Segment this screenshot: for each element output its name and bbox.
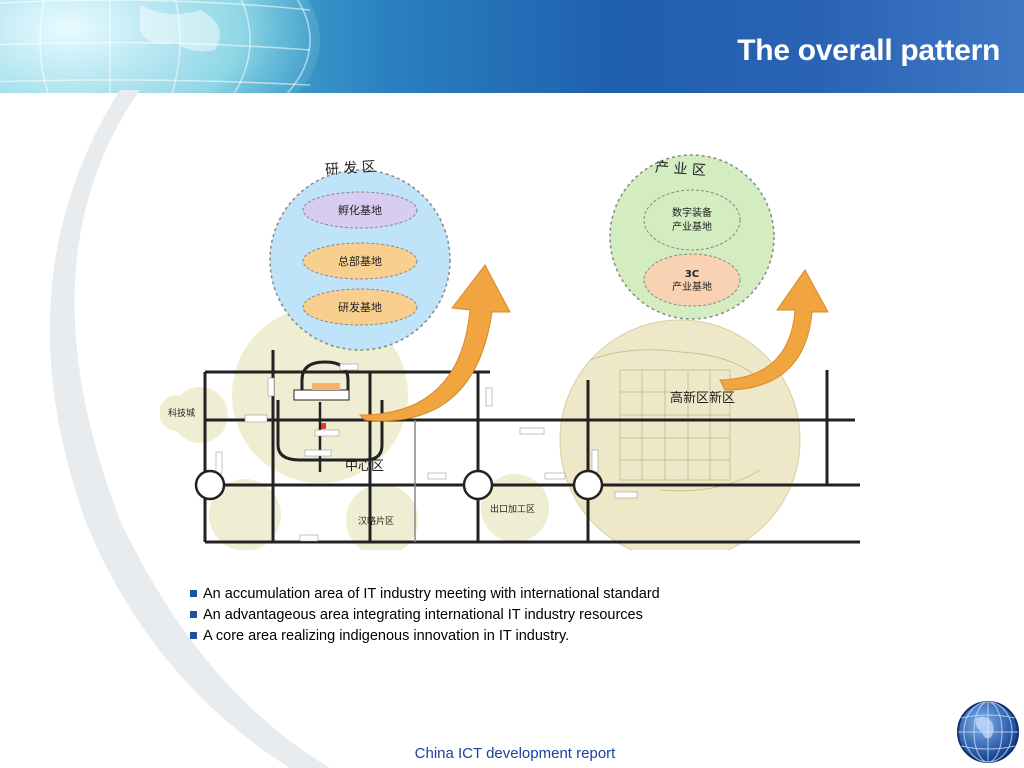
center-area-label: 中心区 [345, 459, 384, 474]
3c-base-line2: 产业基地 [672, 280, 712, 293]
bullet-item: An advantageous area integrating interna… [190, 605, 660, 626]
rd-base-label: 研发基地 [338, 300, 382, 314]
road-network [203, 350, 860, 544]
3c-base-line1: 3C [685, 269, 699, 280]
hanyang-left-bubble [209, 479, 281, 550]
bullet-list: An accumulation area of IT industry meet… [190, 584, 660, 647]
bullet-item: A core area realizing indigenous innovat… [190, 626, 660, 647]
incubation-base-label: 孵化基地 [338, 203, 382, 217]
hanyang-area-label: 汉略片区 [358, 515, 394, 527]
gaoxin-area-bubble [559, 319, 801, 550]
digital-equipment-line1: 数字装备 [672, 206, 712, 219]
export-processing-label: 出口加工区 [490, 503, 535, 515]
gaoxin-new-area-label: 高新区新区 [670, 390, 735, 406]
zone-map-diagram: 研 发 区 孵化基地 总部基地 研发基地 产 业 区 数字装备 产业基地 3C … [160, 154, 860, 550]
export-area-bubble [481, 474, 549, 542]
headquarters-base-oval [302, 242, 418, 280]
bullet-item: An accumulation area of IT industry meet… [190, 584, 660, 605]
rd-base-oval [302, 288, 418, 326]
digital-equipment-line2: 产业基地 [672, 220, 712, 233]
rd-zone-title: 研 发 区 [325, 159, 377, 179]
center-ring-road [276, 360, 384, 462]
hanyang-area-bubble [346, 484, 418, 550]
globe-logo-icon [957, 701, 1019, 763]
headquarters-base-label: 总部基地 [338, 254, 382, 268]
keji-city-label: 科技城 [168, 407, 195, 419]
3c-base-oval [643, 253, 741, 307]
industry-zone-title: 产 业 区 [655, 160, 707, 180]
incubation-base-oval [302, 191, 418, 229]
arrow-to-industry-zone-icon [719, 269, 829, 391]
globe-background-icon [0, 0, 320, 93]
slide-title: The overall pattern [737, 34, 1000, 67]
arrow-to-rd-zone-icon [358, 264, 511, 422]
header-banner: The overall pattern [0, 0, 1024, 93]
digital-equipment-base-oval [643, 189, 741, 251]
footer-text: China ICT development report [414, 745, 616, 762]
gaoxin-street-grid [589, 349, 761, 492]
